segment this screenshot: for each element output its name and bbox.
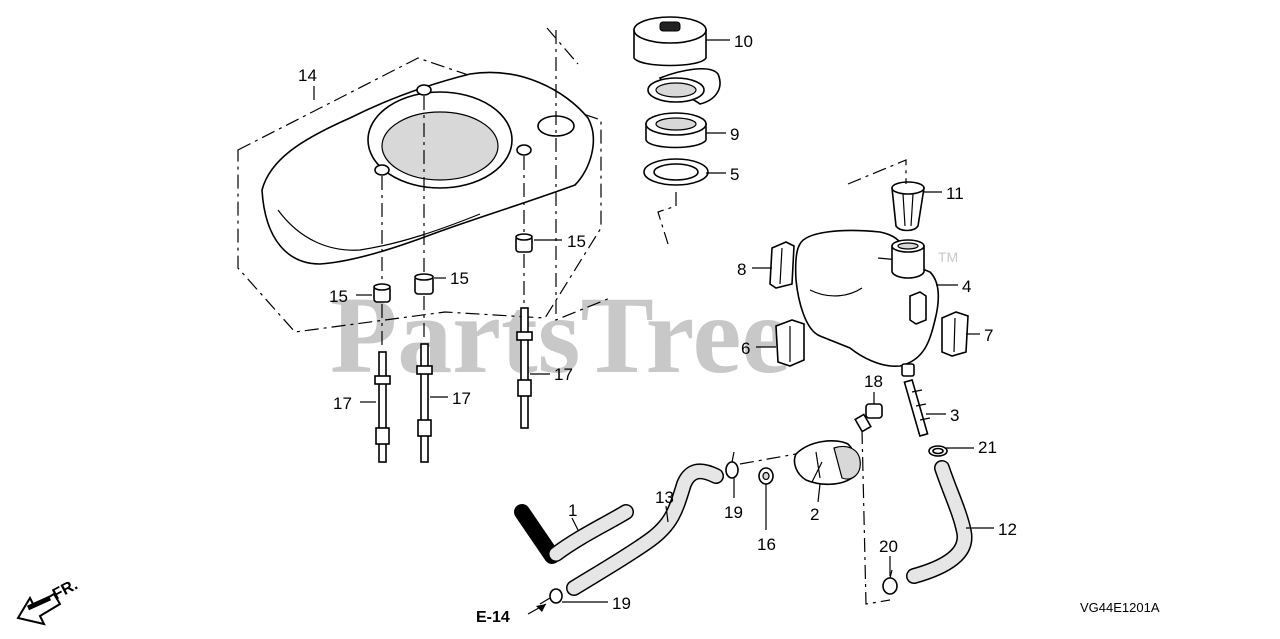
cover-opening-inner bbox=[381, 111, 499, 181]
callout-16: 16 bbox=[757, 535, 776, 554]
part-2-fuel-valve[interactable] bbox=[793, 440, 861, 486]
part-17-stud-middle[interactable] bbox=[416, 343, 433, 463]
callout-1: 1 bbox=[568, 501, 577, 520]
front-direction-arrow bbox=[16, 592, 62, 626]
diagram-code: VG44E1201A bbox=[1080, 600, 1160, 615]
callout-11: 11 bbox=[946, 184, 964, 203]
callout-17-left: 17 bbox=[333, 394, 352, 413]
callout-10: 10 bbox=[734, 32, 753, 51]
callout-4: 4 bbox=[962, 277, 971, 296]
callout-21: 21 bbox=[978, 438, 997, 457]
part-18-bolt[interactable] bbox=[854, 403, 883, 433]
leader-dash-bolt bbox=[861, 429, 891, 605]
callout-9: 9 bbox=[730, 125, 739, 144]
cover-hole-1 bbox=[416, 84, 432, 96]
leader-dash-cover-top bbox=[546, 27, 579, 65]
part-13-fuel-hose[interactable] bbox=[566, 463, 724, 596]
callout-13: 13 bbox=[655, 488, 674, 507]
callout-12: 12 bbox=[998, 520, 1017, 539]
part-20-clip[interactable] bbox=[882, 569, 898, 595]
callout-5: 5 bbox=[730, 165, 739, 184]
callout-15-middle: 15 bbox=[450, 269, 469, 288]
watermark-tm: TM bbox=[938, 249, 958, 265]
part-15-grommet-middle[interactable] bbox=[414, 273, 434, 295]
part-10-fuel-cap[interactable] bbox=[633, 16, 721, 105]
part-15-grommet-right[interactable] bbox=[515, 233, 533, 253]
part-6-cushion[interactable] bbox=[775, 319, 805, 367]
callout-8: 8 bbox=[737, 260, 746, 279]
watermark: PartsTree bbox=[330, 274, 790, 396]
callout-15-left: 15 bbox=[329, 287, 348, 306]
callout-3: 3 bbox=[950, 406, 959, 425]
part-21-o-ring[interactable] bbox=[928, 445, 948, 457]
callout-18: 18 bbox=[864, 372, 883, 391]
part-17-stud-left[interactable] bbox=[374, 351, 391, 463]
leader-dash-valve bbox=[739, 453, 797, 465]
callout-17-right: 17 bbox=[554, 365, 573, 384]
part-9-filler-nut[interactable] bbox=[645, 112, 707, 149]
cover-hole-2 bbox=[374, 164, 390, 176]
part-16-washer[interactable] bbox=[758, 467, 774, 485]
part-5-gasket[interactable] bbox=[643, 158, 709, 186]
part-1-tube[interactable] bbox=[514, 504, 634, 564]
part-14-cover[interactable] bbox=[237, 57, 602, 333]
reference-e14[interactable]: E-14 bbox=[476, 609, 510, 626]
part-15-grommet-left[interactable] bbox=[373, 283, 391, 303]
part-3-joint[interactable] bbox=[903, 378, 931, 438]
leader-dash-strainer bbox=[847, 159, 907, 185]
callout-15-right: 15 bbox=[567, 232, 586, 251]
part-17-stud-right[interactable] bbox=[516, 307, 533, 429]
part-4-fuel-tank[interactable] bbox=[794, 229, 940, 377]
callout-6: 6 bbox=[741, 339, 750, 358]
leader-dash-cover-right bbox=[555, 30, 611, 321]
callout-20: 20 bbox=[879, 537, 898, 556]
callout-17-middle: 17 bbox=[452, 389, 471, 408]
part-8-cushion[interactable] bbox=[769, 241, 795, 289]
callout-7: 7 bbox=[984, 326, 993, 345]
leader-dash-gasket bbox=[657, 192, 677, 245]
part-11-strainer[interactable] bbox=[891, 181, 925, 232]
part-12-fuel-hose[interactable] bbox=[906, 460, 973, 584]
callout-19-upper: 19 bbox=[724, 503, 743, 522]
cover-hole-3 bbox=[516, 144, 532, 156]
part-19-clip-upper[interactable] bbox=[725, 451, 739, 479]
callout-19-lower: 19 bbox=[612, 594, 631, 613]
callout-2: 2 bbox=[810, 505, 819, 524]
part-19-clip-lower[interactable] bbox=[539, 588, 563, 605]
reference-e14-arrow[interactable] bbox=[527, 603, 547, 615]
cover-group-outline bbox=[237, 57, 602, 333]
callout-14: 14 bbox=[298, 66, 317, 85]
cover-lip bbox=[277, 209, 481, 251]
part-7-cushion[interactable] bbox=[909, 291, 969, 357]
